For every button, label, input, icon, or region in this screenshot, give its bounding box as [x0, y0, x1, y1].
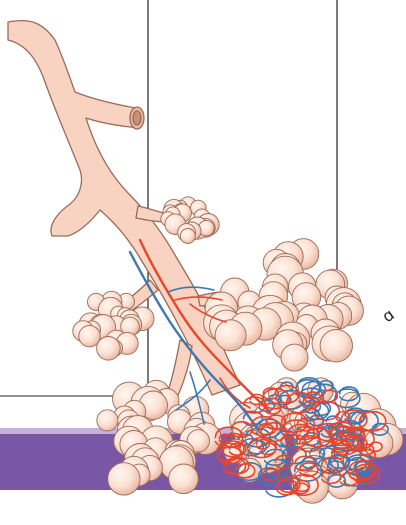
alveolar-sac-large-right [204, 239, 364, 371]
alveolus [108, 463, 140, 495]
alveolus [79, 325, 100, 346]
alveolus [364, 429, 393, 458]
bronchiole-lumen [133, 111, 141, 125]
alveolus [169, 464, 199, 494]
alveolus [97, 337, 121, 361]
alveolus [215, 320, 246, 351]
alveolus [97, 410, 118, 431]
alveolar-sac-small-top [161, 197, 219, 244]
alveolus [320, 330, 352, 362]
alveolus [180, 229, 195, 244]
alveolus [281, 344, 308, 371]
